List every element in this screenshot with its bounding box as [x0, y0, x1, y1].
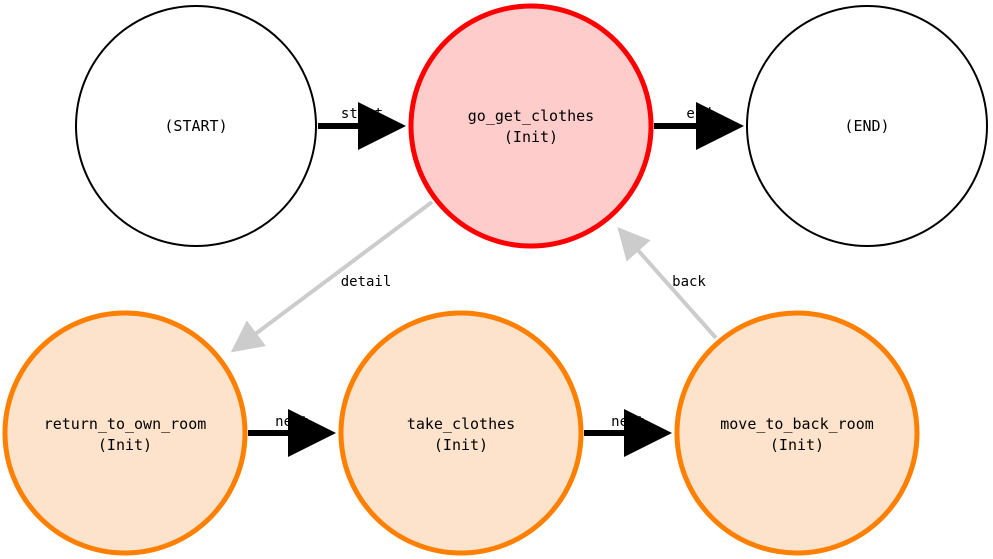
node-go-get-clothes-sublabel: (Init): [504, 128, 558, 146]
node-return-to-own-room-circle: [2, 310, 248, 556]
node-return-to-own-room-sublabel: (Init): [98, 436, 152, 454]
edge-detail: [230, 200, 434, 353]
node-start-label: (START): [164, 117, 227, 135]
node-take-clothes-circle: [338, 310, 584, 556]
node-go-get-clothes: go_get_clothes (Init): [408, 3, 654, 249]
node-return-to-own-room: return_to_own_room (Init): [2, 310, 248, 556]
edge-next-1-label: next: [275, 414, 309, 430]
node-end: (END): [746, 5, 988, 247]
edge-next-2-label: next: [611, 414, 645, 430]
node-return-to-own-room-label: return_to_own_room: [44, 415, 207, 433]
node-go-get-clothes-circle: [408, 3, 654, 249]
node-start-circle: [75, 5, 317, 247]
node-move-to-back-room-circle: [674, 310, 920, 556]
node-take-clothes: take_clothes (Init): [338, 310, 584, 556]
node-move-to-back-room: move_to_back_room (Init): [674, 310, 920, 556]
edge-back-label: back: [672, 274, 706, 290]
edge-detail-label: detail: [341, 274, 392, 290]
edge-end-label: end: [686, 106, 711, 122]
node-end-label: (END): [844, 117, 889, 135]
edge-back: [617, 227, 718, 340]
node-go-get-clothes-label: go_get_clothes: [468, 107, 594, 125]
node-take-clothes-label: take_clothes: [407, 415, 515, 433]
node-move-to-back-room-label: move_to_back_room: [720, 415, 874, 433]
node-end-circle: [746, 5, 988, 247]
edge-start-label: start: [341, 106, 383, 122]
node-take-clothes-sublabel: (Init): [434, 436, 488, 454]
node-start: (START): [75, 5, 317, 247]
node-move-to-back-room-sublabel: (Init): [770, 436, 824, 454]
